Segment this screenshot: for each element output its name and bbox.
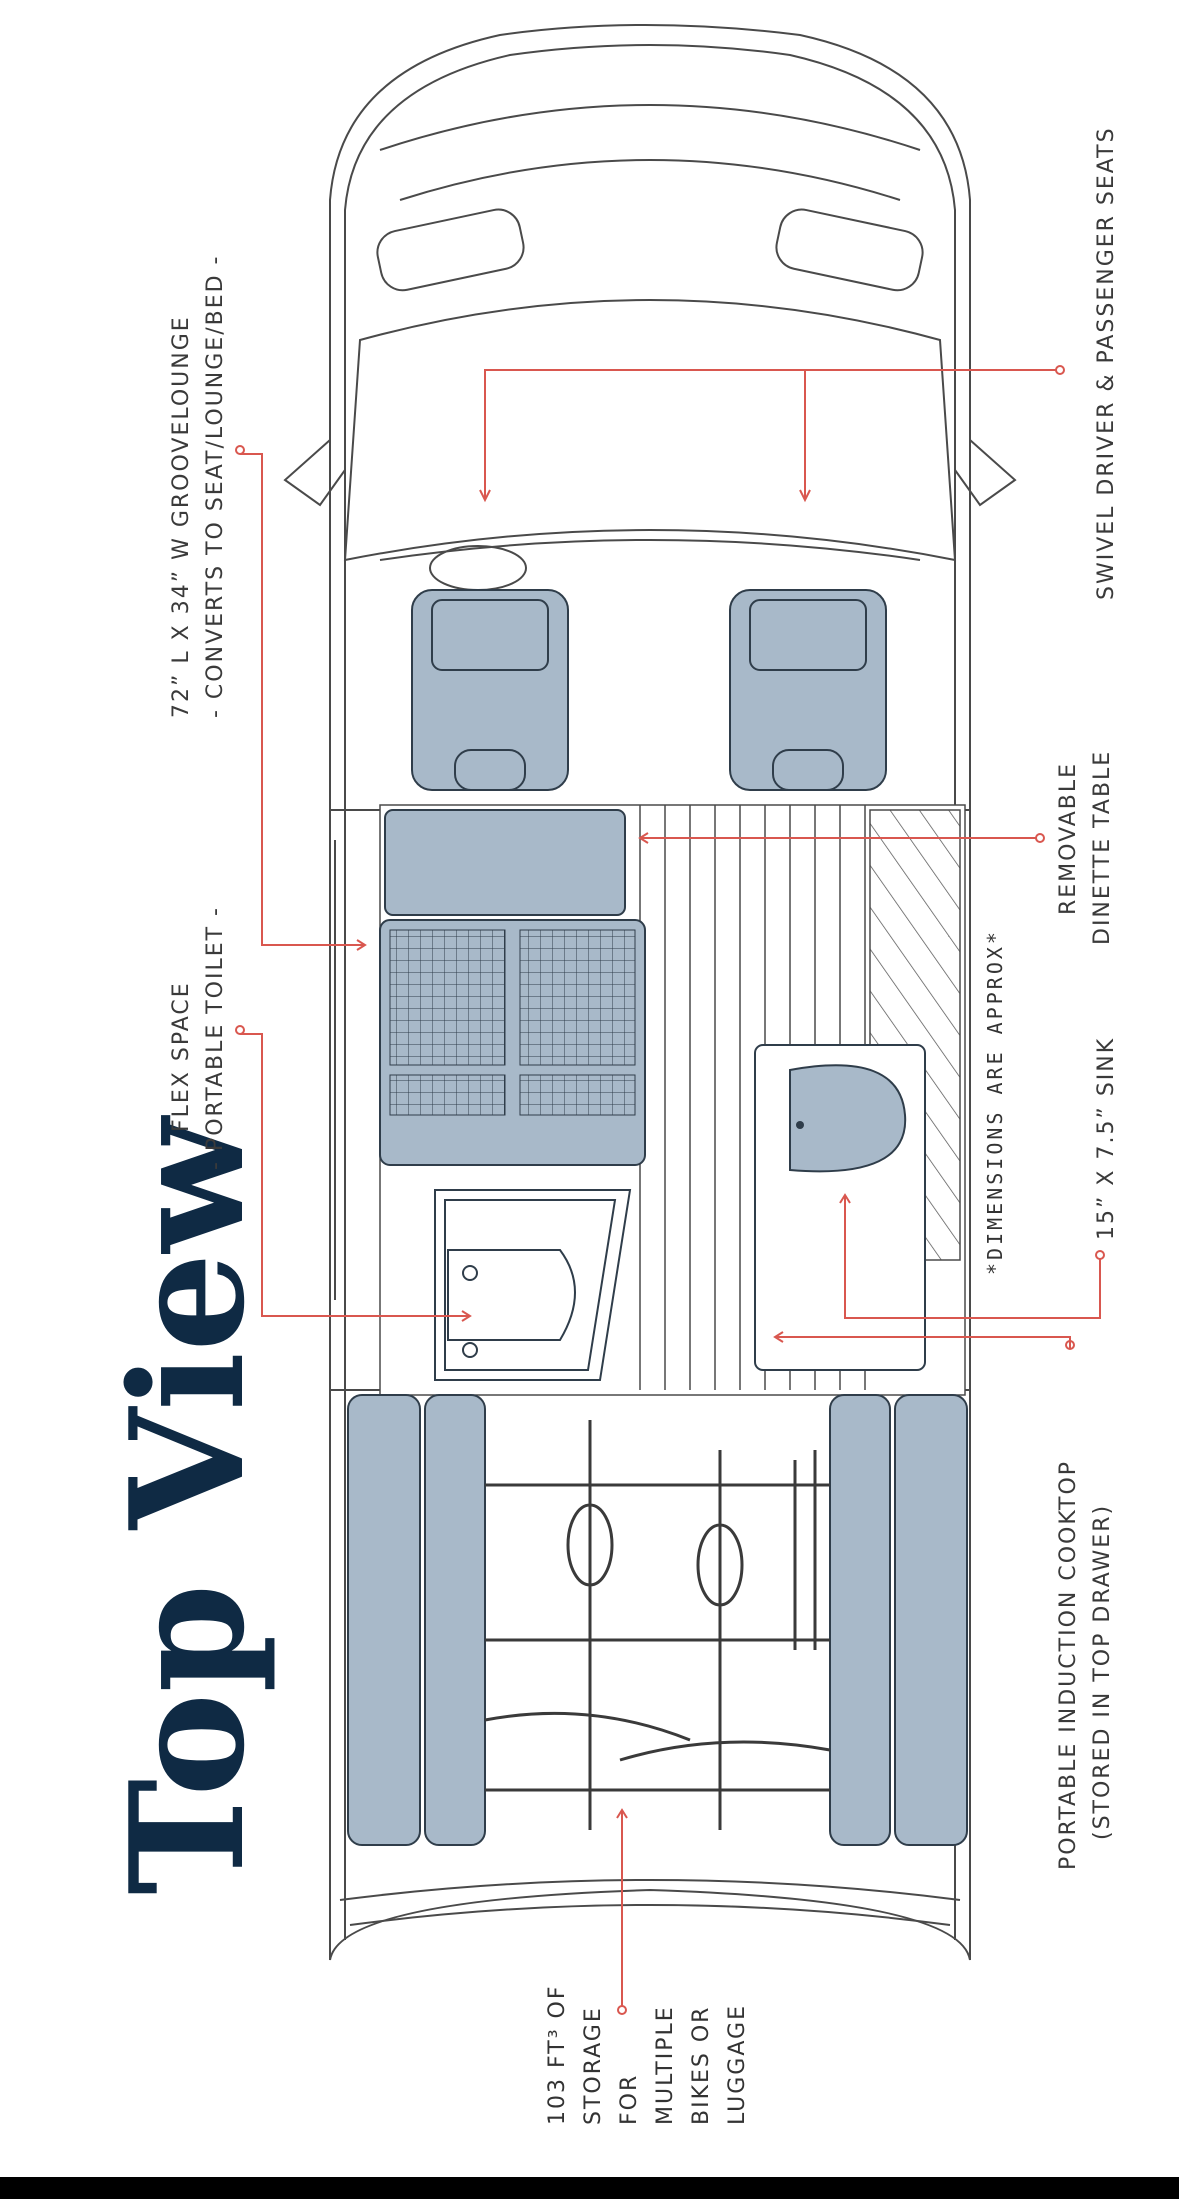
label-cooktop-line2: (STORED IN TOP DRAWER) <box>1090 1503 1115 1840</box>
label-sink: 15” X 7.5” SINK <box>1090 1037 1124 1240</box>
toilet <box>434 1189 632 1381</box>
label-flex-space: FLEX SPACE - PORTABLE TOILET - <box>165 906 233 1170</box>
label-storage-line4: MULTIPLE <box>653 2005 678 2125</box>
label-storage-line5: BIKES OR <box>689 2005 714 2125</box>
front-seats <box>411 589 887 791</box>
label-storage: 103 FT³ OF STORAGE FOR MULTIPLE BIKES OR… <box>540 1985 756 2125</box>
page-title: Top View <box>96 1118 279 1895</box>
bottom-bar <box>0 2177 1179 2199</box>
label-dinette-line1: REMOVABLE <box>1056 761 1081 915</box>
bike-racks <box>484 1420 831 1830</box>
label-storage-line3: FOR <box>617 2073 642 2125</box>
leader-lines <box>235 365 1105 2015</box>
label-groovelounge: 72” L X 34” W GROOVELOUNGE - CONVERTS TO… <box>165 255 233 718</box>
label-storage-line6: LUGGAGE <box>725 2004 750 2125</box>
dinette-table <box>384 809 626 916</box>
label-dinette-line2: DINETTE TABLE <box>1090 749 1115 945</box>
rear-cushions <box>347 1394 968 1846</box>
label-groovelounge-line1: 72” L X 34” W GROOVELOUNGE <box>169 315 194 718</box>
label-flex-line2: - PORTABLE TOILET - <box>203 906 228 1170</box>
label-cooktop-line1: PORTABLE INDUCTION COOKTOP <box>1056 1459 1081 1870</box>
label-swivel-seats: SWIVEL DRIVER & PASSENGER SEATS <box>1090 126 1124 600</box>
label-cooktop: PORTABLE INDUCTION COOKTOP (STORED IN TO… <box>1052 1460 1120 1870</box>
label-flex-line1: FLEX SPACE <box>169 981 194 1132</box>
note-dimensions-approx: *DIMENSIONS ARE APPROX* <box>983 929 1007 1275</box>
label-storage-line2: STORAGE <box>581 2006 606 2125</box>
sink-counter <box>754 1044 926 1371</box>
label-storage-line1: 103 FT³ OF <box>545 1984 570 2125</box>
label-sink-line1: 15” X 7.5” SINK <box>1094 1036 1119 1240</box>
label-dinette: REMOVABLE DINETTE TABLE <box>1052 750 1120 945</box>
groovelounge <box>379 919 646 1166</box>
label-groovelounge-line2: - CONVERTS TO SEAT/LOUNGE/BED - <box>203 254 228 718</box>
label-swivel-line1: SWIVEL DRIVER & PASSENGER SEATS <box>1094 126 1119 600</box>
